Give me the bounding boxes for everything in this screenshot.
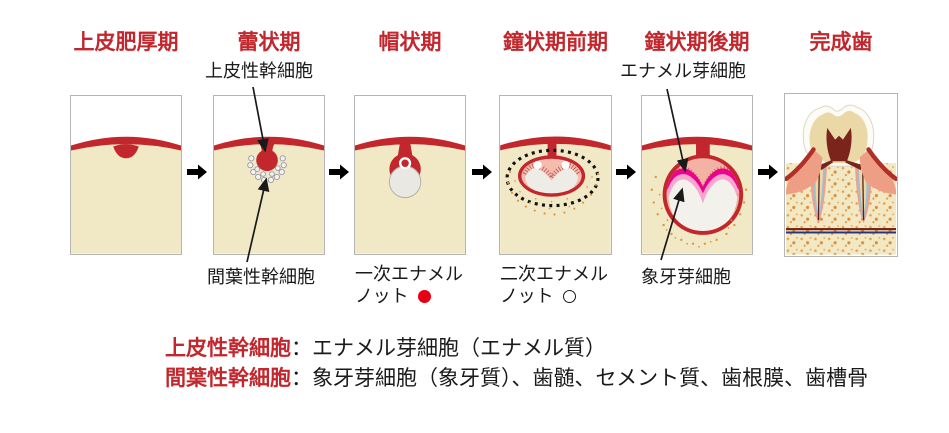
illustration-epithelial-thickening — [71, 136, 181, 254]
stage-panel-early-bell — [499, 95, 612, 255]
stage-title-epithelial-thickening: 上皮肥厚期 — [73, 31, 179, 54]
gum-ridge-left — [785, 147, 816, 182]
dental-papilla — [668, 179, 738, 231]
bell-stalk — [547, 141, 557, 159]
epithelium-band — [71, 136, 181, 151]
gum-ridge-right — [866, 147, 897, 182]
label-ameloblast: エナメル芽細胞 — [620, 61, 746, 81]
illustration-early-bell — [500, 136, 611, 254]
tooth-bud — [256, 149, 278, 172]
mesenchyme — [355, 141, 465, 254]
vessel-line-blue — [785, 231, 897, 234]
stage-title-bud: 蕾状期 — [237, 31, 301, 54]
stage-title-early-bell: 鐘状期前期 — [503, 31, 608, 54]
secondary-knot-line2: ノット — [500, 286, 554, 306]
tooth-crown — [802, 104, 875, 171]
pulp-chamber — [826, 127, 852, 162]
summary-line2-description: 象牙芽細胞（象牙質）、歯髄、セメント質、歯根膜、歯槽骨 — [312, 367, 869, 390]
mesenchyme — [214, 141, 324, 254]
summary-text: 上皮性幹細胞：エナメル芽細胞（エナメル質） 間葉性幹細胞：象牙芽細胞（象牙質）、… — [165, 334, 868, 394]
stage-panel-cap — [354, 95, 466, 255]
summary-line2-separator: ： — [291, 367, 312, 390]
label-secondary-enamel-knot: 二次エナメル ノット — [500, 263, 608, 307]
stage-panel-completed-tooth — [784, 93, 898, 257]
stage-panel-epithelial-thickening — [70, 95, 182, 255]
arrow-stage1-to-stage2 — [187, 164, 207, 180]
primary-knot-line2: ノット — [355, 286, 409, 306]
summary-line1-description: エナメル芽細胞（エナメル質） — [312, 337, 606, 360]
ossifying-speckles — [507, 170, 600, 216]
secondary-knot-open-circle-icon — [562, 290, 576, 303]
arrow-stage4-to-stage5 — [616, 164, 636, 180]
label-primary-enamel-knot: 一次エナメル ノット — [355, 263, 463, 307]
illustration-late-bell — [642, 136, 752, 254]
secondary-enamel-knot-right — [561, 160, 570, 170]
dentin-layer — [666, 174, 740, 209]
summary-line1: 上皮性幹細胞：エナメル芽細胞（エナメル質） — [165, 334, 868, 364]
stage-title-cap: 帽状期 — [378, 31, 442, 54]
summary-line2: 間葉性幹細胞：象牙芽細胞（象牙質）、歯髄、セメント質、歯根膜、歯槽骨 — [165, 364, 868, 394]
epithelial-thickening-bump — [113, 144, 139, 159]
arrow-stage5-to-stage6 — [758, 164, 778, 180]
ossifying-speckles — [650, 175, 748, 248]
stage-title-late-bell: 鐘状期後期 — [644, 31, 750, 54]
label-odontoblast: 象牙芽細胞 — [641, 267, 731, 287]
illustration-completed-tooth — [785, 104, 897, 255]
mesenchyme — [71, 141, 181, 254]
dental-papilla — [388, 165, 422, 199]
label-epithelial-stem-cell: 上皮性幹細胞 — [205, 61, 313, 81]
gingiva — [785, 147, 897, 195]
primary-enamel-knot — [399, 157, 412, 170]
arrow-stage3-to-stage4 — [472, 164, 492, 180]
primary-knot-line1: 一次エナメル — [355, 264, 463, 284]
vessel-line-red — [785, 228, 897, 231]
stage-panel-bud — [213, 95, 325, 255]
illustration-cap — [355, 136, 465, 254]
illustration-bud — [214, 136, 324, 254]
stage-panel-late-bell — [641, 95, 753, 255]
summary-line1-term: 上皮性幹細胞 — [165, 337, 291, 360]
secondary-enamel-knot-left — [533, 160, 542, 170]
primary-knot-red-dot-icon — [417, 290, 431, 303]
summary-line2-term: 間葉性幹細胞 — [165, 367, 291, 390]
secondary-knot-line1: 二次エナメル — [500, 264, 608, 284]
dental-papilla — [524, 168, 579, 194]
summary-line1-separator: ： — [291, 337, 312, 360]
stage-title-completed-tooth: 完成歯 — [809, 31, 873, 54]
label-mesenchymal-stem-cell: 間葉性幹細胞 — [207, 267, 315, 287]
arrow-stage2-to-stage3 — [329, 164, 349, 180]
